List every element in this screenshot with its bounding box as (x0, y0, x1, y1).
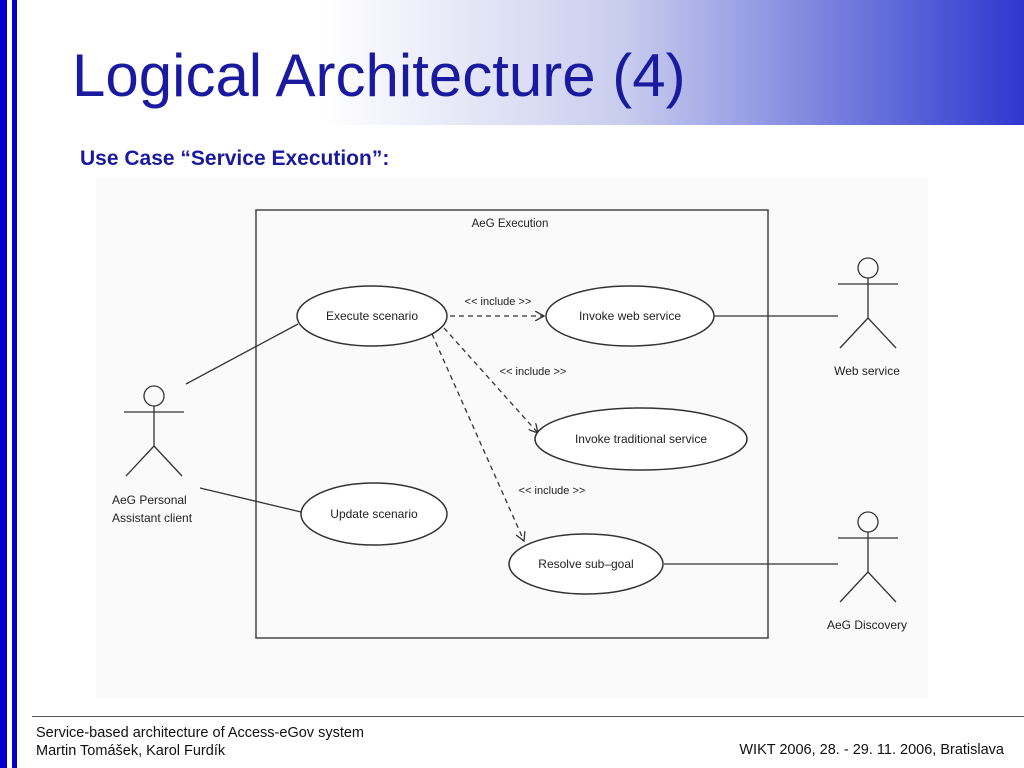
association-personal-execute (185, 323, 299, 385)
left-accent-bar (0, 0, 24, 768)
use-case-diagram: AeG Execution AeG Personal Assistant cli… (96, 178, 928, 698)
usecase-execute-scenario: Execute scenario (296, 285, 448, 347)
include-label-traditional: << include >> (500, 366, 567, 378)
accent-stripe-thick (0, 0, 7, 768)
include-arrow-resolve (431, 333, 524, 541)
actor-personal-label-2: Assistant client (112, 511, 193, 525)
include-label-resolve: << include >> (519, 485, 586, 497)
actor-web-service-label: Web service (834, 364, 900, 378)
include-arrow-traditional (443, 327, 538, 433)
actor-personal-label-1: AeG Personal (112, 493, 187, 507)
usecase-execute-label: Execute scenario (326, 309, 418, 323)
slide-title: Logical Architecture (4) (72, 42, 686, 109)
system-label: AeG Execution (472, 218, 549, 230)
usecase-update-label: Update scenario (330, 507, 418, 521)
usecase-invoke-traditional-service: Invoke traditional service (534, 407, 748, 471)
slide-subtitle: Use Case “Service Execution”: (80, 147, 390, 170)
actor-discovery-label: AeG Discovery (827, 618, 907, 632)
include-label-web: << include >> (465, 296, 532, 308)
usecase-update-scenario: Update scenario (300, 482, 448, 546)
usecase-resolve-sub-goal: Resolve sub–goal (508, 533, 664, 595)
usecase-traditional-label: Invoke traditional service (575, 432, 707, 446)
header-gradient (24, 0, 1024, 125)
footer-line-2: Martin Tomášek, Karol Furdík (36, 743, 226, 759)
system-boundary (255, 209, 769, 639)
actor-personal-assistant (124, 385, 184, 477)
association-personal-update (199, 487, 302, 513)
accent-stripe-thin (12, 0, 17, 768)
usecase-invoke-web-service: Invoke web service (545, 285, 715, 347)
footer-divider (32, 716, 1024, 717)
footer-right: WIKT 2006, 28. - 29. 11. 2006, Bratislav… (739, 742, 1004, 758)
usecase-web-label: Invoke web service (579, 309, 681, 323)
actor-web-service (838, 257, 898, 349)
footer-left: Service-based architecture of Access-eGo… (36, 724, 364, 760)
usecase-resolve-label: Resolve sub–goal (538, 557, 633, 571)
footer-line-1: Service-based architecture of Access-eGo… (36, 725, 364, 741)
actor-discovery (838, 511, 898, 603)
